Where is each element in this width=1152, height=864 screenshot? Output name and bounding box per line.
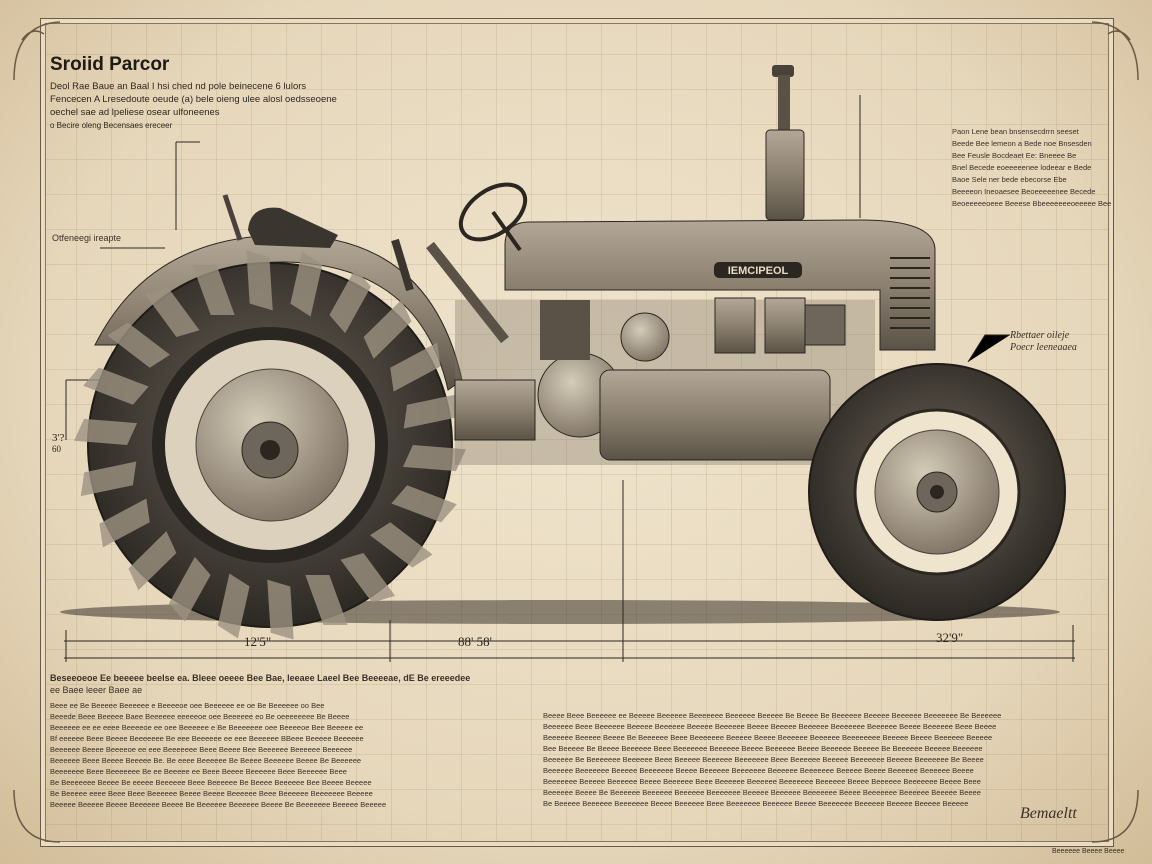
tire-lug [369,522,433,568]
front-span-dimension: 32'9" [936,630,964,645]
text-line: Paon Lene bean bnsensecdrrn seeset [952,127,1079,136]
height-bottom: 60 [52,444,61,454]
tire-lug [128,531,177,591]
brand-badge: IEMCIPEOL [728,265,789,277]
tire-lug [80,461,137,497]
text-line: Beeeeee Beee Beeee Beeeee Be. Be eeee Be… [50,756,362,765]
brand-badge-plate [714,262,802,278]
footer-note: Beeeeee Beeee Beeee [1052,848,1125,855]
tire-lug [340,553,396,603]
subtitle-line: Deol Rae Baue an Baal I hsi ched nd pole… [50,81,307,92]
lever [426,241,509,344]
subtitle-line: oechel sae ad lpeliese osear ulfoneenes [50,107,220,118]
height-dimension: 3'? 60 [52,432,64,454]
exhaust-stack [765,129,805,221]
rear-wheel [74,250,466,640]
text-line: Beeeeeee Beeeee Beeeeee Beeee Beeeeee Be… [543,777,981,786]
text-line: Beeeeee Beeeeeee Beeeee Beeeeeee Beeee B… [543,766,974,775]
grille [890,257,930,329]
callout-line: Rbettaer oileje [1010,330,1070,341]
text-line: Beeeee Beeeee Beeee Beeeeee Beeee Be Bee… [50,800,387,809]
corner-ornaments [13,21,1139,843]
text-line: Beoeeeeeoeee Beeese Bbeeeeeeeoeeeee Bee [952,199,1112,208]
text-line: Bee Feusle Bocdeaet Ee: Bneeee Be [952,151,1077,160]
mid-span-dimension: 88' 58' [458,634,492,649]
front-wheel [808,363,1066,621]
control-lever [391,238,414,292]
tire-lug [391,485,457,523]
exhaust-cap [772,65,794,77]
text-line: Beeeeon Ineoaesee Beoeeeeenee Becede [952,187,1096,196]
text-line: Beeeeee Beee Beeeeee Beeeee Beeeeee Beee… [543,722,997,731]
text-line: Beeeeee Be Beeeeeee Beeeeee Beee Beeeee … [543,755,984,764]
text-line: Be Beeeee Beeeeee Beeeeeee Beeee Beeeeee… [543,799,969,808]
tire-lug [290,251,323,317]
tire-lug [83,367,149,405]
text-line: Beeeeee Beeee Beeeeoe ee eee Beeeeeee Be… [50,745,353,754]
seat [248,207,338,248]
tire-lug [144,287,200,337]
subtitle-line: Fencecen A Lresedoute oeude (a) bele oie… [50,94,337,105]
left-callout: Otfeneegi ireapte [52,233,122,243]
subtitle-line: o Becire oleng Becensaes ereceer [50,121,173,130]
text-line: Be Beeeeeee Beeee Be eeeee Beeeeee Beee … [50,778,372,787]
tire-lug [192,265,235,315]
dimension-lines [64,95,1075,662]
seat-post [222,194,243,241]
rear-span-dimension: 12'5" [244,634,272,649]
tire-lug [402,445,466,472]
tire-lug [74,418,138,445]
text-line: Bnel Becede eoeeeeenee lodeear e Bede [952,163,1092,172]
text-line: Beee ee Be Beeeee Beeeeee e Beeeeoe oee … [50,701,325,710]
text-line: Beeeeeee Beee Beeeeeee Be ee Beeeee ee B… [50,767,347,776]
tire-lug [390,342,441,392]
tire-lug [329,268,371,334]
signature: Bemaeltt [1020,805,1077,822]
steering-wheel [458,182,528,252]
tire-lug [169,556,211,622]
text-line: Baoe Sele ner bede ebecorse Ebe [952,175,1067,184]
text-line: Bf eeeeee Beee Beeee Beeeeeee Be eee Bee… [50,734,364,743]
text-line: Be Beeeee eeee Beee Beee Beeeeee Beeee B… [50,789,373,798]
text-line: Bee Beeeee Be Beeee Beeeeee Beee Beeeeee… [543,744,983,753]
tire-lug [267,579,294,640]
poster-subtitle: Deol Rae Baue an Baal I hsi ched nd pole… [50,80,337,132]
text-line: Beede Bee lemeon a Bede noe Bnsesden [952,139,1092,148]
text-line: Beeede Beee Beeeee Baee Beeeeee eeeeeoe … [50,712,350,721]
tire-lug [107,322,171,368]
bottom-left-heading: Beseeoeoe Ee beeeee beelse ea. Bleee oee… [50,673,471,683]
poster-title: Sroiid Parcor [50,54,170,75]
callout-line: Poecr leeneaaea [1010,342,1077,353]
tire-lug [403,393,460,429]
tire-lug [363,299,412,359]
text-line: Beeeeee ee ee eeee Beeeeoe ee oee Beeeee… [50,723,364,732]
tire-lug [305,575,348,625]
height-top: 3'? [52,432,65,444]
right-callout: Rbettaer oileje Poecr leeneaaea [1010,330,1077,354]
text-line: Beeee Beee Beeeeee ee Beeeee Beeeeee Bee… [543,711,1002,720]
bottom-left-subheading: ee Baee leeer Baee ae [50,685,143,695]
tire-lug [246,250,273,311]
tire-lug [217,573,250,639]
text-line: Beeeeee Beeee Be Beeeeee Beeeeee Beeeeee… [543,788,981,797]
text-line: Beeeeee Beeeee Beeee Be Beeeeee Beee Bee… [543,733,993,742]
engine-block [454,297,875,465]
bottom-right-paragraph: Beeee Beee Beeeeee ee Beeeee Beeeeee Bee… [543,710,1001,809]
tire-lug [99,498,150,548]
bottom-left-paragraph: Beee ee Be Beeeee Beeeeee e Beeeeoe oee … [50,700,386,810]
